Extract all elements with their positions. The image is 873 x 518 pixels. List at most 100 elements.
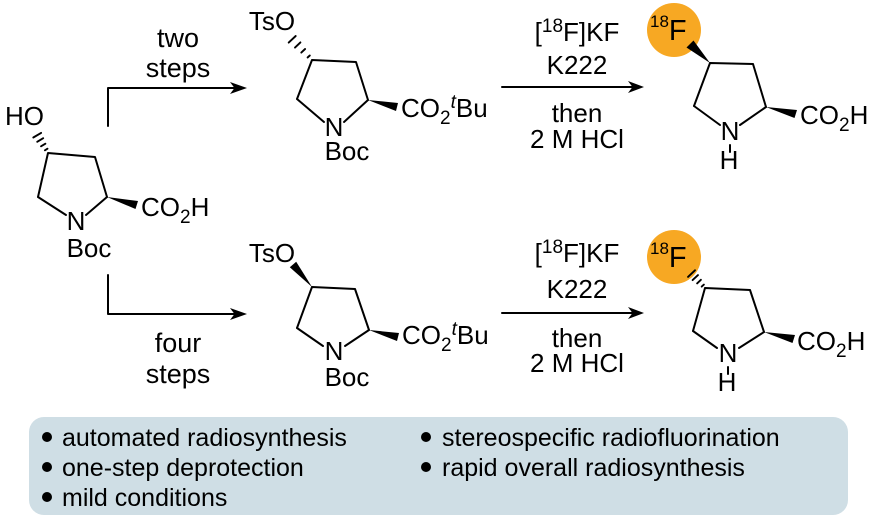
boc-label: Boc xyxy=(325,136,370,166)
arrow-line xyxy=(107,87,237,127)
cond-pre: [ xyxy=(535,238,543,268)
nitrogen-label: N xyxy=(325,336,344,366)
nitrogen-label: N xyxy=(721,116,740,146)
f18-highlight-circle xyxy=(647,3,701,57)
highlights-box: automated radiosynthesis one-step deprot… xyxy=(29,417,848,515)
highlight-item: stereospecific radiofluorination xyxy=(442,424,780,452)
conditions-line1: [18F]KF xyxy=(535,237,620,268)
f18-label: 18F xyxy=(650,12,687,47)
acid-tail: H xyxy=(191,192,210,222)
cond-sup: 18 xyxy=(542,16,563,37)
ring-bond-c2-n xyxy=(85,196,108,216)
cond-sup: 18 xyxy=(542,237,563,258)
hashed-wedge-bond xyxy=(287,35,311,59)
hash-mark xyxy=(294,41,302,49)
bold-wedge-bond xyxy=(764,332,795,343)
acid-sub: 2 xyxy=(836,341,847,362)
conditions-line4: 2 M HCl xyxy=(530,124,624,154)
f18-sup: 18 xyxy=(650,12,669,31)
highlights-left-column: automated radiosynthesis one-step deprot… xyxy=(42,424,347,512)
bold-wedge-bond xyxy=(766,107,797,118)
hash-mark xyxy=(687,269,696,278)
product-bottom: 18F N H CO2H xyxy=(647,230,865,397)
hash-mark xyxy=(32,131,43,139)
boc-label: Boc xyxy=(325,362,370,392)
carboxylic-acid-label: CO2H xyxy=(800,100,868,136)
acid-main: CO xyxy=(800,100,839,130)
ring-bonds xyxy=(296,286,370,331)
nh-hydrogen-label: H xyxy=(718,367,737,397)
bold-wedge-bond xyxy=(369,330,399,341)
ester-main: CO xyxy=(402,320,441,350)
ring-bond-c5-n xyxy=(692,330,718,349)
ring-bonds xyxy=(693,62,767,108)
arrow-head xyxy=(628,307,644,319)
reaction-arrow-bottom: [18F]KF K222 then 2 M HCl xyxy=(501,237,644,378)
ring-bonds xyxy=(296,59,369,101)
nh-hydrogen-label: H xyxy=(720,145,739,175)
bold-wedge-bond xyxy=(107,197,138,209)
nitrogen-label: N xyxy=(325,112,344,142)
hash-mark xyxy=(691,274,699,282)
arrow-line xyxy=(107,274,237,315)
arrow-head xyxy=(628,81,644,93)
ester-label: CO2tBu xyxy=(402,319,489,356)
step-count-line2: steps xyxy=(146,53,211,83)
hash-mark xyxy=(40,142,47,148)
acid-sub: 2 xyxy=(180,207,191,228)
hash-mark xyxy=(696,278,702,285)
acid-tail: H xyxy=(850,100,869,130)
hash-mark xyxy=(36,137,45,143)
ester-sub: 2 xyxy=(440,108,451,129)
conditions-line2: K222 xyxy=(547,274,608,304)
conditions-line3: then xyxy=(552,323,603,353)
ester-label: CO2tBu xyxy=(401,92,488,129)
reaction-arrow-top: [18F]KF K222 then 2 M HCl xyxy=(501,16,644,154)
bullet-dot xyxy=(421,432,431,442)
conditions-line3: then xyxy=(552,98,603,128)
ester-main: CO xyxy=(401,93,440,123)
conditions-line1: [18F]KF xyxy=(535,16,620,47)
cond-pre: [ xyxy=(535,17,543,47)
hashed-wedge-bond-f xyxy=(687,269,705,288)
highlights-box-background xyxy=(29,417,848,515)
ester-sup-t: t xyxy=(451,92,457,113)
arrow-head xyxy=(230,308,247,320)
step-count-line1: two xyxy=(157,23,199,53)
ring-bonds xyxy=(37,152,108,198)
f18-label: 18F xyxy=(650,239,687,274)
nitrogen-label: N xyxy=(67,206,86,236)
route-arrow-top: two steps xyxy=(107,23,247,127)
nitrogen-label: N xyxy=(719,338,738,368)
acid-tail: H xyxy=(847,326,866,356)
ester-tail: Bu xyxy=(457,320,489,350)
ester-sub: 2 xyxy=(441,335,452,356)
bold-wedge-bond xyxy=(368,100,398,111)
ring-bond-c5-n xyxy=(296,327,324,347)
boc-label: Boc xyxy=(67,233,112,263)
hash-mark xyxy=(700,283,705,288)
ring-bond-c2-n xyxy=(343,99,369,123)
ring-bond-c5-n xyxy=(37,196,67,216)
hash-mark xyxy=(287,35,297,44)
highlight-item: one-step deprotection xyxy=(62,454,304,482)
route-arrow-bottom: four steps xyxy=(107,274,247,389)
hash-mark xyxy=(306,54,311,59)
bullet-dot xyxy=(42,492,52,502)
highlights-right-column: stereospecific radiofluorination rapid o… xyxy=(421,424,780,482)
f18-highlight-circle xyxy=(647,230,701,284)
cond-post: F]KF xyxy=(563,17,619,47)
ring-bond-c5-n xyxy=(296,98,325,123)
bullet-dot xyxy=(421,462,431,472)
step-count-line1: four xyxy=(155,328,202,358)
product-top: 18F N H CO2H xyxy=(647,3,868,175)
intermediate-top: TsO N Boc CO2tBu xyxy=(249,6,488,166)
ring-bonds xyxy=(692,287,765,333)
ester-sup-t: t xyxy=(452,319,458,340)
bold-wedge-bond-f xyxy=(686,40,710,63)
tosylate-label: TsO xyxy=(249,238,295,268)
tosylate-label: TsO xyxy=(249,6,295,36)
hydroxyl-label: HO xyxy=(5,101,44,131)
hashed-wedge-bond xyxy=(32,131,49,152)
